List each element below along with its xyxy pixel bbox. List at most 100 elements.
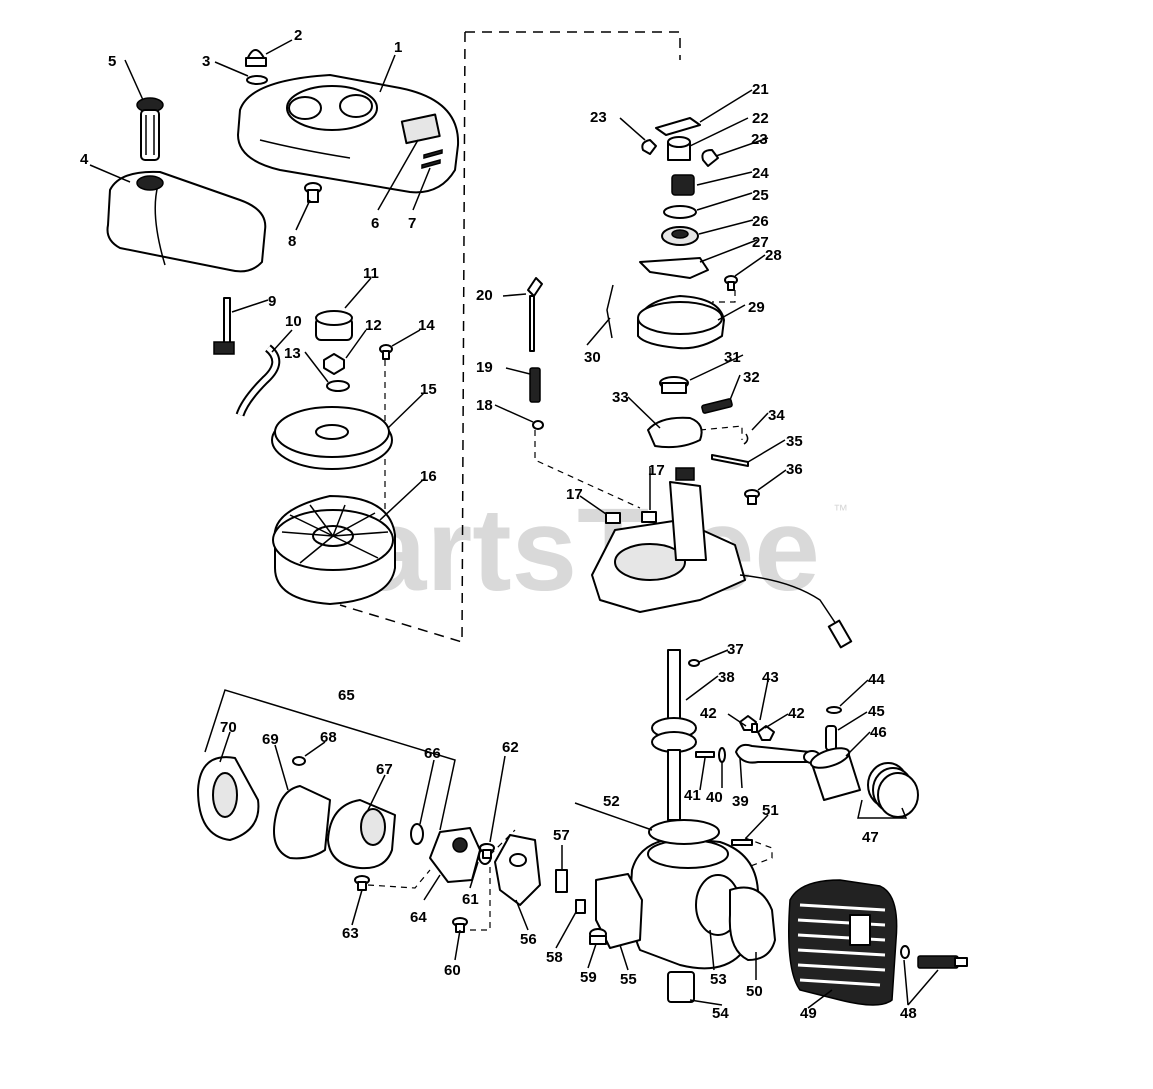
reed-stop: [575, 899, 586, 914]
callout-15: 15: [420, 381, 437, 398]
pawl-retainer: [659, 376, 689, 394]
cap-nut: [245, 49, 267, 67]
callout-29: 29: [748, 299, 765, 316]
intake-gasket: [595, 873, 643, 949]
callout-1: 1: [394, 39, 402, 56]
wire-spring: [743, 433, 749, 445]
callout-42b: 42: [788, 705, 805, 722]
air-filter: [273, 785, 331, 860]
piston-rings: [867, 762, 919, 818]
callout-65: 65: [338, 687, 355, 704]
callout-68: 68: [320, 729, 337, 746]
callout-10: 10: [285, 313, 302, 330]
callout-31: 31: [724, 349, 741, 366]
fuel-shutoff-valve: [213, 297, 235, 355]
callout-21: 21: [752, 81, 769, 98]
callout-19: 19: [476, 359, 493, 376]
callout-2: 2: [294, 27, 302, 44]
screw-36: [744, 489, 760, 505]
cylinder-gasket: [648, 819, 720, 845]
callout-17a: 17: [648, 462, 665, 479]
screw-63: [354, 875, 370, 891]
lock-washer: [326, 380, 350, 392]
callout-53: 53: [710, 971, 727, 988]
washer-flat: [663, 205, 697, 219]
callout-20: 20: [476, 287, 493, 304]
bolt-59: [589, 928, 607, 945]
callout-48: 48: [900, 1005, 917, 1022]
callout-57: 57: [553, 827, 570, 844]
choke-rod: [527, 277, 543, 352]
callout-55: 55: [620, 971, 637, 988]
silencer-base: [327, 799, 396, 870]
callout-13: 13: [284, 345, 301, 362]
pawl-spring: [701, 398, 733, 414]
callout-44: 44: [868, 671, 885, 688]
callout-51: 51: [762, 802, 779, 819]
starter-bracket: [639, 257, 709, 279]
starter-cup: [315, 310, 353, 341]
callout-59: 59: [580, 969, 597, 986]
rod-bolt-41: [695, 751, 715, 758]
callout-60: 60: [444, 962, 461, 979]
callout-7: 7: [408, 215, 416, 232]
starter-rope: [606, 284, 614, 339]
flywheel-plate: [271, 406, 393, 470]
reed-valve: [555, 869, 568, 893]
magnet-key-right: [641, 511, 657, 523]
flywheel: [272, 495, 396, 605]
callout-52: 52: [603, 793, 620, 810]
bearing-sleeve: [667, 971, 695, 1003]
callout-33: 33: [612, 389, 629, 406]
callout-66: 66: [424, 745, 441, 762]
callout-18: 18: [476, 397, 493, 414]
callout-labels: 1 2 3 4 5 6 7 8 9 10 11 12 13 14 15 16 1…: [80, 27, 917, 1022]
flywheel-nut: [323, 353, 345, 375]
callout-38: 38: [718, 669, 735, 686]
screw-60: [452, 917, 468, 933]
con-rod-bolt-b: [757, 725, 775, 741]
carburetor-bracket: [204, 689, 456, 831]
callout-36: 36: [786, 461, 803, 478]
callout-61: 61: [462, 891, 479, 908]
piston-pin-clip: [826, 706, 842, 714]
callout-35: 35: [786, 433, 803, 450]
magnet-key-left: [605, 512, 621, 524]
starter-housing: [637, 295, 725, 350]
callout-8: 8: [288, 233, 296, 250]
callout-34: 34: [768, 407, 785, 424]
callout-24: 24: [752, 165, 769, 182]
callout-16: 16: [420, 468, 437, 485]
callout-50: 50: [746, 983, 763, 1000]
screw-62-main: [479, 843, 495, 859]
callout-56: 56: [520, 931, 537, 948]
callout-62: 62: [502, 739, 519, 756]
cylinder-base-gasket: [728, 886, 776, 961]
callout-14: 14: [418, 317, 435, 334]
callout-47: 47: [862, 829, 879, 846]
pawl-plate: [647, 416, 703, 449]
callout-37: 37: [727, 641, 744, 658]
fuel-tank: [106, 170, 267, 273]
callout-5: 5: [108, 53, 116, 70]
bolt-51: [731, 839, 753, 846]
choke-nut: [532, 420, 544, 430]
stop-plate: [655, 117, 701, 136]
callout-63: 63: [342, 925, 359, 942]
callout-39: 39: [732, 793, 749, 810]
bearing-insert: [751, 723, 758, 733]
callout-41: 41: [684, 787, 701, 804]
callout-22: 22: [752, 110, 769, 127]
callout-9: 9: [268, 293, 276, 310]
clip-right: [701, 149, 719, 167]
callout-64: 64: [410, 909, 427, 926]
crankshaft: [651, 649, 697, 821]
callout-69: 69: [262, 731, 279, 748]
callout-12: 12: [365, 317, 382, 334]
callout-28: 28: [765, 247, 782, 264]
callout-42a: 42: [700, 705, 717, 722]
cylinder-head: [788, 879, 898, 1006]
piston-pin: [825, 725, 837, 751]
